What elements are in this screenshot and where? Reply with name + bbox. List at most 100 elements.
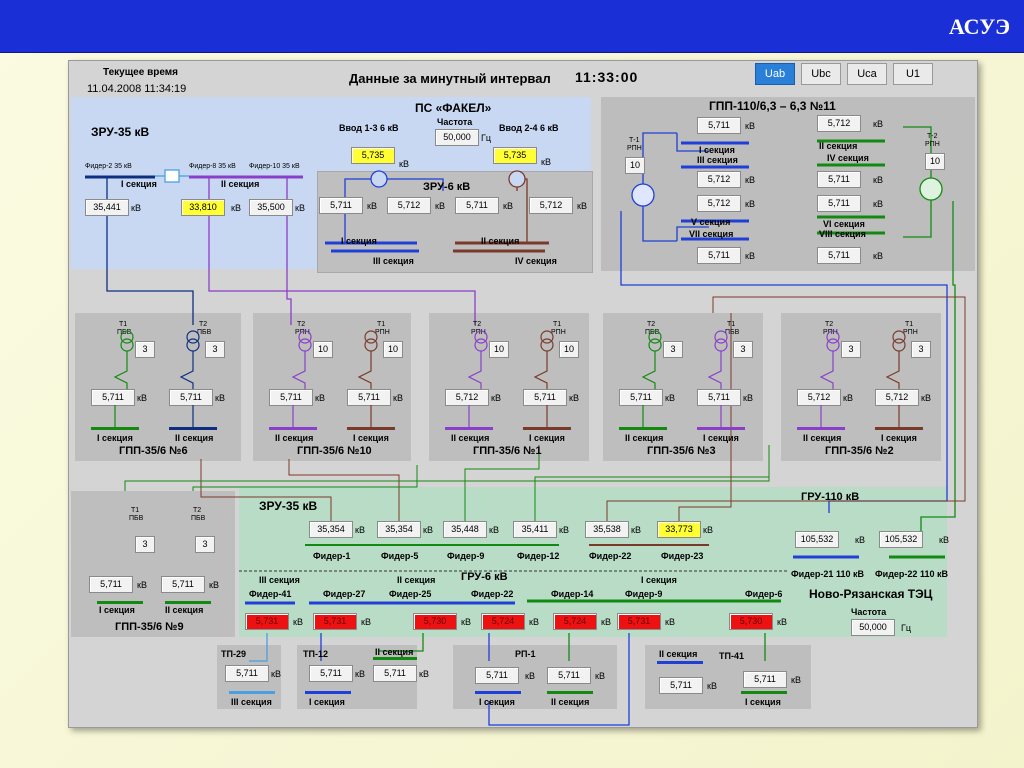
gpp-2-va: 5,712 — [445, 389, 489, 406]
tp41-value-1: 5,711 — [659, 677, 703, 694]
gru6-feeder-2-value: 5,730 — [413, 613, 457, 630]
gpp9-tb: Т2 — [193, 507, 202, 514]
vvod13-value: 5,735 — [351, 147, 395, 164]
tp12-unit-2: кВ — [419, 669, 429, 679]
rp1-value-1: 5,711 — [475, 667, 519, 684]
gpp-1-va: 5,711 — [269, 389, 313, 406]
gpp-0-vb: 5,711 — [169, 389, 213, 406]
gpp-0-tb: Т2 — [199, 321, 208, 328]
feeder2-label: Фидер-2 35 кВ — [85, 163, 132, 170]
gpp9-vb-unit: кВ — [209, 580, 219, 590]
gpp110-title: ГПП-110/6,3 – 6,3 №11 — [709, 99, 836, 113]
gpp110-right-4-unit: кВ — [873, 251, 883, 261]
gpp10-panel — [253, 313, 411, 461]
gpp9-ta-tap: 3 — [135, 536, 155, 553]
gpp9-panel — [71, 491, 235, 637]
vvod13-label: Ввод 1-3 6 кВ — [339, 123, 399, 133]
gpp9-ta: Т1 — [131, 507, 140, 514]
zru35-sec1: I секция — [121, 179, 157, 189]
tec-feeder35-4-value: 35,538 — [585, 521, 629, 538]
gpp9-va-unit: кВ — [137, 580, 147, 590]
v6-2-unit: кВ — [435, 201, 445, 211]
v6-4: 5,712 — [529, 197, 573, 214]
rp1-unit-1: кВ — [525, 671, 535, 681]
gpp-4-tb-tap: 3 — [911, 341, 931, 358]
gpp-2-tb: Т1 — [553, 321, 562, 328]
gpp-0-ta-tap: 3 — [135, 341, 155, 358]
freq-label: Частота — [437, 117, 473, 127]
tec-feeder35-2-name: Фидер-9 — [447, 551, 485, 561]
gpp-0-bus-a — [91, 427, 139, 430]
gru6-feeder-0-value: 5,731 — [245, 613, 289, 630]
tec-freq-unit: Гц — [901, 623, 912, 633]
tp29-section: III секция — [231, 697, 272, 707]
gpp-4-ta-tap: 3 — [841, 341, 861, 358]
gru6-sec3: III секция — [259, 575, 300, 585]
rp1-section-2: II секция — [551, 697, 590, 707]
gpp-4-sa: II секция — [803, 433, 842, 443]
gpp-1-vb: 5,711 — [347, 389, 391, 406]
gru110-feeder-1: Фидер-21 110 кВ — [791, 569, 864, 579]
gru6-feeder-2-unit: кВ — [461, 617, 471, 627]
gpp-3-va-unit: кВ — [665, 393, 675, 403]
gpp9-sa: I секция — [99, 605, 135, 615]
gpp-4-va: 5,712 — [797, 389, 841, 406]
gpp110-t2-type: РПН — [925, 141, 940, 148]
gpp110-right-1-sec: II секция — [819, 141, 858, 151]
tab-u1[interactable]: U1 — [893, 63, 933, 85]
slide-title: АСУЭ — [948, 14, 1010, 39]
scada-window: Текущее время 11.04.2008 11:34:19 Данные… — [68, 60, 978, 728]
gpp-4-vb: 5,712 — [875, 389, 919, 406]
gpp-4-ta: Т2 — [825, 321, 834, 328]
vvod24-unit: кВ — [541, 157, 551, 167]
v35-3-unit: кВ — [295, 203, 305, 213]
tab-uca[interactable]: Uca — [847, 63, 887, 85]
vvod24-value: 5,735 — [493, 147, 537, 164]
gpp-3-ta-tap: 3 — [663, 341, 683, 358]
freq-value: 50,000 — [435, 129, 479, 146]
tec-feeder35-0-name: Фидер-1 — [313, 551, 351, 561]
gpp2-panel — [781, 313, 941, 461]
gpp-3-bus-a — [619, 427, 667, 430]
gru6-sec1: I секция — [641, 575, 677, 585]
gpp110-left-3: 5,712 — [697, 195, 741, 212]
gpp110-left-4-sec: VII секция — [689, 229, 734, 239]
main-time: 11:33:00 — [575, 69, 639, 85]
gpp-4-va-unit: кВ — [843, 393, 853, 403]
gru6-feeder-1-value: 5,731 — [313, 613, 357, 630]
gpp110-t1-type: РПН — [627, 145, 642, 152]
gpp110-right-4: 5,711 — [817, 247, 861, 264]
gpp-0-sa: I секция — [97, 433, 133, 443]
vvod24-label: Ввод 2-4 6 кВ — [499, 123, 559, 133]
tab-uab[interactable]: Uab — [755, 63, 795, 85]
tp41-bus-2 — [741, 691, 787, 694]
gpp-3-title: ГПП-35/6 №3 — [647, 445, 716, 457]
gpp9-bus-b — [165, 601, 211, 604]
v35-2-unit: кВ — [231, 203, 241, 213]
gpp-2-transformer-icons — [467, 330, 554, 427]
gpp-3-sa: II секция — [625, 433, 664, 443]
tp12-bus-1 — [305, 691, 351, 694]
tec-feeder35-4-name: Фидер-22 — [589, 551, 632, 561]
gpp-1-bus-b — [347, 427, 395, 430]
v6-3: 5,711 — [455, 197, 499, 214]
gpp110-right-2-sec: IV секция — [827, 153, 869, 163]
v6-1-unit: кВ — [367, 201, 377, 211]
gpp-3-ta-type: ПБВ — [645, 329, 660, 336]
gpp6-panel — [75, 313, 241, 461]
gru6-feeder-6-name: Фидер-6 — [745, 589, 783, 599]
feeder8-label: Фидер-8 35 кВ — [189, 163, 236, 170]
tab-ubc[interactable]: Ubc — [801, 63, 841, 85]
zru6-sec3: III секция — [373, 256, 414, 266]
gpp-4-tb-type: РПН — [903, 329, 918, 336]
gpp-3-ta: Т2 — [647, 321, 656, 328]
gpp-1-va-unit: кВ — [315, 393, 325, 403]
rp1-bus-1 — [475, 691, 521, 694]
zru6-sec4: IV секция — [515, 256, 557, 266]
gpp110-right-3: 5,711 — [817, 195, 861, 212]
gpp-3-tb-tap: 3 — [733, 341, 753, 358]
gpp110-left-4-unit: кВ — [745, 251, 755, 261]
tec-feeder35-2-value: 35,448 — [443, 521, 487, 538]
tec-freq-value: 50,000 — [851, 619, 895, 636]
tp41-bus-1 — [657, 661, 703, 664]
